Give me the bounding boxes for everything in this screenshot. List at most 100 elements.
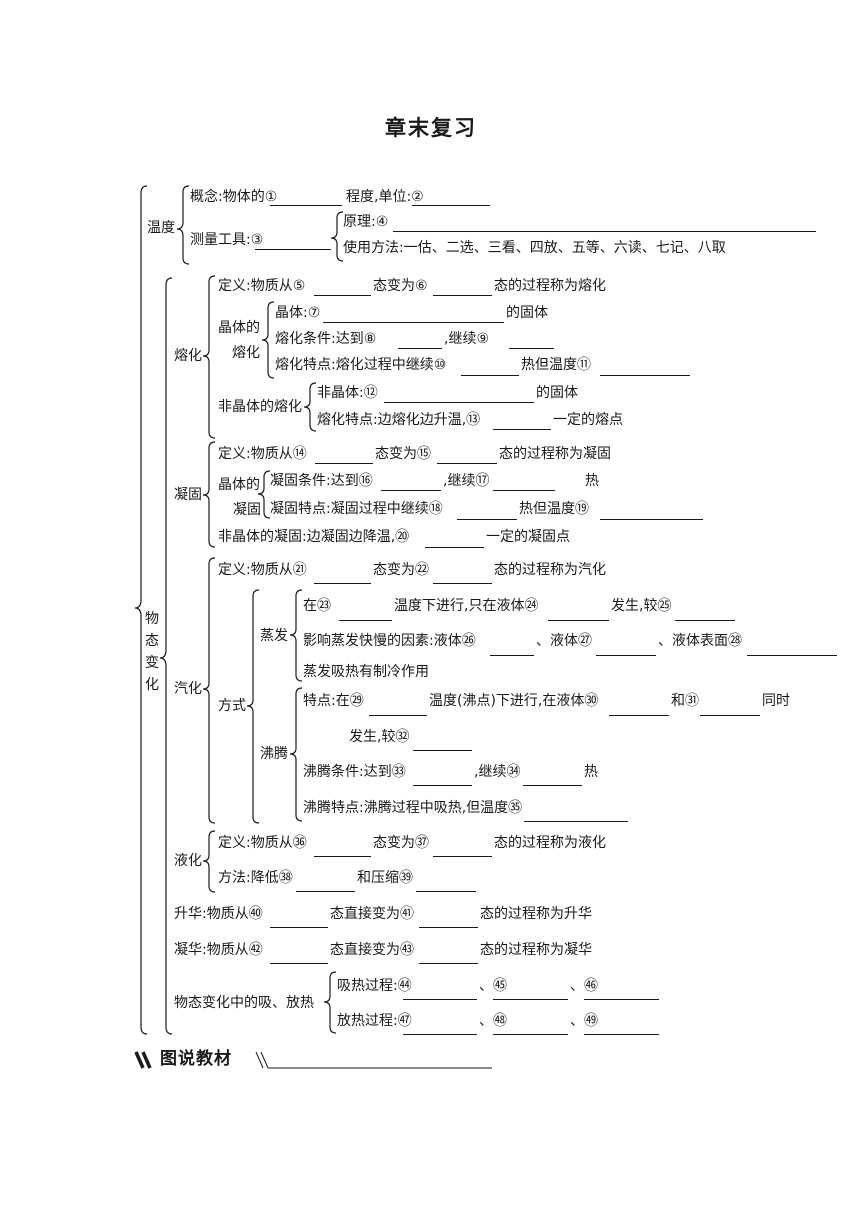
root-char: 变 [145, 655, 159, 671]
liquefy-method: 方法:降低㊳ [218, 870, 293, 886]
blank-35[interactable] [524, 821, 628, 822]
blank-1[interactable] [270, 205, 342, 206]
blank-15[interactable] [437, 463, 497, 464]
blank-29[interactable] [369, 715, 427, 716]
crystal-solid-label-1: 晶体的 [218, 477, 260, 493]
temp-concept-b: 程度,单位:② [346, 189, 424, 205]
blank-24[interactable] [548, 620, 609, 621]
boil-condition-b: ,继续㉞ [474, 764, 521, 780]
amorph-melt-label: 非晶体的熔化 [218, 399, 302, 415]
evap-cooling: 蒸发吸热有制冷作用 [303, 664, 429, 680]
boil-feature-b: 温度(沸点)下进行,在液体㉚ [429, 693, 599, 709]
liquefy-label: 液化 [174, 853, 202, 869]
sublim-c: 态的过程称为升华 [480, 906, 592, 922]
blank-49[interactable] [584, 1034, 659, 1035]
method-brace [246, 589, 260, 824]
crystal-melt-brace [261, 301, 275, 379]
blank-36[interactable] [314, 856, 371, 857]
melt-label: 熔化 [174, 348, 202, 364]
blank-5[interactable] [314, 295, 371, 296]
blank-7[interactable] [323, 322, 504, 323]
solid-brace [202, 441, 216, 548]
root-char: 化 [145, 677, 159, 693]
blank-34[interactable] [523, 785, 582, 786]
blank-38[interactable] [296, 891, 355, 892]
liquefy-def: 定义:物质从㊱ [218, 835, 307, 851]
blank-31[interactable] [700, 715, 760, 716]
blank-33[interactable] [413, 785, 472, 786]
amorph-feature-b: 一定的熔点 [553, 412, 623, 428]
blank-42[interactable] [270, 963, 328, 964]
blank-26[interactable] [490, 655, 534, 656]
evap-condition-b: 温度下进行,只在液体㉔ [394, 598, 539, 614]
blank-12[interactable] [384, 402, 534, 403]
blank-2[interactable] [412, 205, 490, 206]
temp-label: 温度 [147, 220, 175, 236]
blank-41[interactable] [419, 927, 478, 928]
release: 放热过程:㊼ [337, 1013, 412, 1029]
blank-47[interactable] [403, 1034, 477, 1035]
temp-concept: 概念:物体的① [190, 189, 278, 205]
blank-14[interactable] [315, 463, 373, 464]
solid-def-b: 态变为⑮ [375, 446, 431, 462]
blank-9[interactable] [509, 348, 554, 349]
amorph-solid: 非晶体的凝固:边凝固边降温,⑳ [218, 529, 410, 545]
amorph-solid-b: 一定的凝固点 [486, 529, 570, 545]
boil-feature-c: 和㉛ [671, 693, 699, 709]
blank-19[interactable] [600, 519, 703, 520]
boil-condition: 沸腾条件:达到㉝ [303, 764, 406, 780]
desub-c: 态的过程称为凝华 [480, 942, 592, 958]
slash-bold-2 [141, 1051, 152, 1069]
absorb-c: 、㊻ [570, 978, 598, 994]
absorb: 吸热过程:㊹ [337, 978, 412, 994]
release-b: 、㊽ [479, 1013, 507, 1029]
amorph-feature: 熔化特点:边熔化边升温,⑬ [317, 412, 481, 428]
boil-feature-e: 发生,较㉜ [349, 729, 410, 745]
page-title: 章末复习 [385, 116, 477, 140]
blank-3[interactable] [255, 249, 331, 250]
blank-46[interactable] [584, 999, 659, 1000]
solid-condition-b: ,继续⑰ [443, 473, 490, 489]
vapor-label: 汽化 [174, 681, 202, 697]
blank-45[interactable] [493, 999, 568, 1000]
blank-48[interactable] [493, 1034, 568, 1035]
root-char: 物 [145, 611, 159, 627]
blank-30[interactable] [609, 715, 669, 716]
blank-23[interactable] [339, 620, 392, 621]
vapor-def-b: 态变为㉒ [373, 562, 429, 578]
section-header-title: 图说教材 [160, 1049, 232, 1069]
blank-13[interactable] [493, 429, 551, 430]
evap-factors-c: 、液体表面㉘ [658, 633, 742, 649]
blank-25[interactable] [675, 620, 735, 621]
melt-brace [202, 275, 216, 439]
blank-37[interactable] [433, 856, 492, 857]
blank-17[interactable] [493, 490, 555, 491]
method-label: 方式 [218, 698, 246, 714]
blank-22[interactable] [433, 583, 492, 584]
blank-21[interactable] [314, 583, 371, 584]
blank-20[interactable] [425, 547, 484, 548]
solid-def-c: 态的过程称为凝固 [499, 446, 611, 462]
blank-40[interactable] [270, 927, 328, 928]
blank-43[interactable] [419, 963, 478, 964]
crystal-def-b: 的固体 [506, 305, 548, 321]
solid-feature: 凝固特点:凝固过程中继续⑱ [270, 501, 443, 517]
melt-def-b: 态变为⑥ [373, 278, 428, 294]
blank-11[interactable] [600, 375, 690, 376]
blank-32[interactable] [413, 750, 472, 751]
crystal-melt-label-1: 晶体的 [218, 320, 260, 336]
blank-39[interactable] [416, 891, 476, 892]
blank-4[interactable] [393, 231, 816, 232]
blank-28[interactable] [747, 655, 837, 656]
blank-8[interactable] [398, 348, 442, 349]
blank-16[interactable] [381, 490, 441, 491]
melt-feature-b: 热但温度⑪ [521, 357, 591, 373]
melt-def-c: 态的过程称为熔化 [494, 278, 606, 294]
blank-10[interactable] [461, 375, 519, 376]
blank-27[interactable] [596, 655, 656, 656]
temp-usage: 使用方法:一估、二选、三看、四放、五等、六读、七记、八取 [343, 240, 726, 256]
blank-18[interactable] [457, 519, 517, 520]
blank-44[interactable] [403, 999, 477, 1000]
boil-label: 沸腾 [260, 746, 288, 762]
blank-6[interactable] [433, 295, 492, 296]
